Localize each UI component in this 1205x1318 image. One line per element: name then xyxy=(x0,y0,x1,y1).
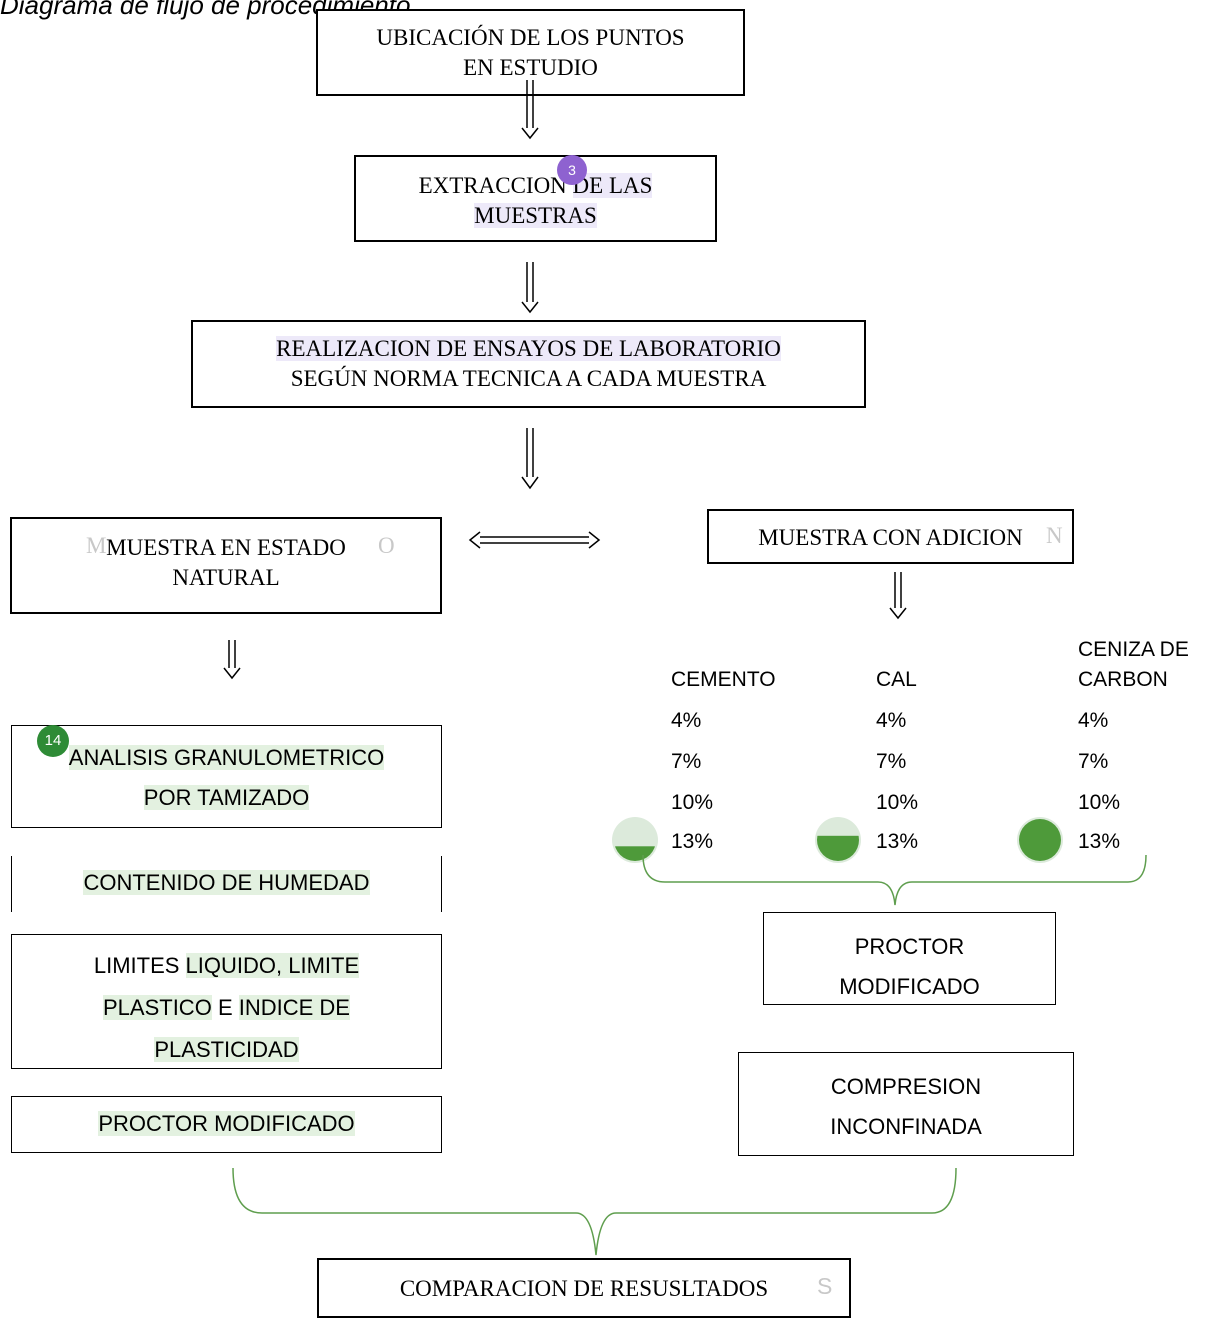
percent-13: 13% xyxy=(1078,830,1121,853)
down-arrow-3 xyxy=(521,428,539,490)
additive-name-line1: CENIZA DE xyxy=(1078,638,1189,661)
box-granulometrico: ANALISIS GRANULOMETRICO POR TAMIZADO xyxy=(11,725,442,828)
box-limites: LIMITES LIQUIDO, LIMITE PLASTICO E INDIC… xyxy=(11,934,442,1069)
percent-7: 7% xyxy=(876,750,907,773)
additive-name-line2: CARBON xyxy=(1078,668,1168,691)
natural-ghost-left: M xyxy=(86,533,107,558)
box-extraccion: EXTRACCION DE LAS MUESTRAS xyxy=(354,155,717,242)
progress-ball-cemento xyxy=(612,817,658,863)
comment-badge-purple[interactable]: 3 xyxy=(557,155,587,185)
percent-7: 7% xyxy=(1078,750,1109,773)
additive-name: CAL xyxy=(876,668,917,691)
proctor-left-label: PROCTOR MODIFICADO xyxy=(98,1111,355,1136)
limites-liquido: LIQUIDO, LIMITE xyxy=(185,953,360,978)
percent-10: 10% xyxy=(671,791,714,814)
ubicacion-line2: EN ESTUDIO xyxy=(463,55,598,81)
adicion-label: MUESTRA CON ADICION xyxy=(758,525,1023,550)
progress-ball-cal xyxy=(815,817,861,863)
percent-13: 13% xyxy=(671,830,714,853)
limites-word: LIMITES xyxy=(93,953,180,978)
box-muestra-adicion: MUESTRA CON ADICION N xyxy=(707,509,1074,564)
proctor-right-line2: MODIFICADO xyxy=(839,974,980,999)
brace-additives xyxy=(642,854,1147,906)
limites-plasticidad: PLASTICIDAD xyxy=(154,1037,299,1062)
down-arrow-adicion xyxy=(889,572,907,620)
box-muestra-natural: MUESTRA EN ESTADO NATURAL M O xyxy=(10,517,442,614)
box-compresion: COMPRESION INCONFINADA xyxy=(738,1052,1074,1156)
proctor-right-line1: PROCTOR xyxy=(854,934,965,959)
box-humedad: CONTENIDO DE HUMEDAD xyxy=(11,856,442,912)
box-proctor-right: PROCTOR MODIFICADO xyxy=(763,912,1056,1005)
natural-ghost-right: O xyxy=(378,533,395,558)
compresion-line2: INCONFINADA xyxy=(830,1114,982,1139)
down-arrow-natural xyxy=(223,640,241,680)
additive-name: CEMENTO xyxy=(671,668,776,691)
extraccion-highlight-de-las: DE LAS xyxy=(572,173,653,198)
limites-indice: INDICE DE xyxy=(238,995,350,1020)
box-ubicacion: UBICACIÓN DE LOS PUNTOS EN ESTUDIO xyxy=(316,9,745,96)
comparacion-ghost-right: S xyxy=(817,1273,833,1299)
box-ensayos: REALIZACION DE ENSAYOS DE LABORATORIO SE… xyxy=(191,320,866,408)
progress-ball-ceniza xyxy=(1017,817,1063,863)
extraccion-word: EXTRACCION xyxy=(418,173,567,198)
natural-line1: MUESTRA EN ESTADO xyxy=(106,535,346,560)
percent-7: 7% xyxy=(671,750,702,773)
box-comparacion: COMPARACION DE RESUSLTADOS S xyxy=(317,1258,851,1318)
percent-4: 4% xyxy=(1078,709,1109,732)
limites-e: E xyxy=(217,995,233,1020)
brace-comparison xyxy=(232,1167,957,1256)
bidirectional-arrow xyxy=(468,531,601,549)
percent-4: 4% xyxy=(671,709,702,732)
granulometrico-line1: ANALISIS GRANULOMETRICO xyxy=(68,745,385,770)
percent-13: 13% xyxy=(876,830,919,853)
humedad-label: CONTENIDO DE HUMEDAD xyxy=(83,870,370,895)
ensayos-line2: SEGÚN NORMA TECNICA A CADA MUESTRA xyxy=(290,366,767,392)
compresion-line1: COMPRESION xyxy=(830,1074,982,1099)
figure-caption: Diagrama de flujo de procedimiento xyxy=(0,0,411,20)
natural-line2: NATURAL xyxy=(172,565,280,591)
box-proctor-left: PROCTOR MODIFICADO xyxy=(11,1096,442,1153)
extraccion-highlight-muestras: MUESTRAS xyxy=(474,203,597,229)
percent-4: 4% xyxy=(876,709,907,732)
percent-10: 10% xyxy=(876,791,919,814)
percent-10: 10% xyxy=(1078,791,1121,814)
comparacion-label: COMPARACION DE RESUSLTADOS xyxy=(399,1276,769,1301)
down-arrow-1 xyxy=(521,80,539,140)
adicion-ghost-right: N xyxy=(1046,523,1063,548)
limites-plastico: PLASTICO xyxy=(103,995,212,1020)
ensayos-line1: REALIZACION DE ENSAYOS DE LABORATORIO xyxy=(276,336,781,361)
comment-badge-green[interactable]: 14 xyxy=(37,725,69,757)
down-arrow-2 xyxy=(521,262,539,314)
ubicacion-line1: UBICACIÓN DE LOS PUNTOS xyxy=(376,25,685,50)
granulometrico-line2: POR TAMIZADO xyxy=(143,785,310,810)
